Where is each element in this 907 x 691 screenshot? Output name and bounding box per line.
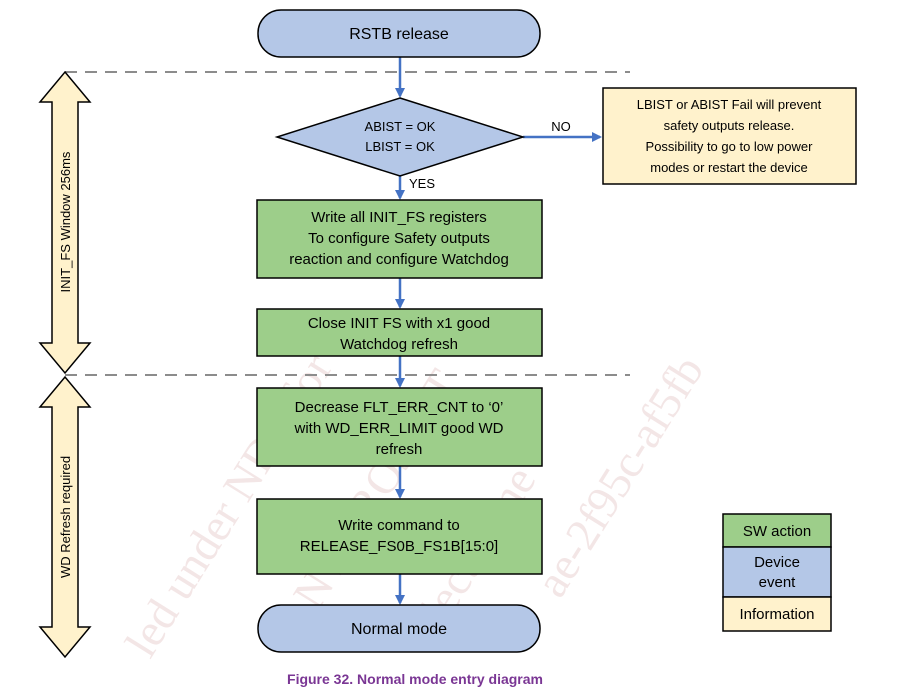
step-decrease-flt-err-cnt [256, 387, 543, 467]
end-node-label: Normal mode [351, 621, 447, 638]
info-line-3: Possibility to go to low power [646, 139, 814, 154]
legend-sw-action-label: SW action [743, 523, 811, 540]
step3-line-3: refresh [376, 441, 423, 458]
legend-device-event-line-1: Device [754, 554, 800, 571]
step4-line-2: RELEASE_FS0B_FS1B[15:0] [300, 538, 498, 555]
step1-line-2: To configure Safety outputs [308, 230, 490, 247]
legend: SW action Device event Information [722, 513, 832, 632]
info-line-1: LBIST or ABIST Fail will prevent [637, 97, 822, 112]
decision-line-1: ABIST = OK [365, 119, 436, 134]
legend-information [722, 596, 832, 632]
figure-caption: Figure 32. Normal mode entry diagram [287, 671, 543, 687]
start-node-label: RSTB release [349, 26, 449, 43]
wd-refresh-window-label: WD Refresh required [58, 456, 73, 578]
step1-line-3: reaction and configure Watchdog [289, 251, 509, 268]
step-write-release-command [256, 498, 543, 575]
svg-text:ae-2f95c-af5fb: ae-2f95c-af5fb [525, 347, 713, 606]
legend-information-label: Information [739, 606, 814, 623]
init-fs-window-arrow [38, 70, 92, 375]
step2-line-1: Close INIT FS with x1 good [308, 315, 490, 332]
step-write-init-fs [256, 199, 543, 279]
wd-refresh-window-arrow [38, 375, 92, 659]
decision-line-2: LBIST = OK [365, 139, 435, 154]
legend-device-event-line-2: event [759, 574, 797, 591]
step-close-init-fs [256, 308, 543, 357]
init-fs-window-label: INIT_FS Window 256ms [58, 151, 73, 292]
step2-line-2: Watchdog refresh [340, 336, 458, 353]
branch-yes-label: YES [409, 176, 435, 191]
info-line-4: modes or restart the device [650, 160, 808, 175]
info-node [602, 87, 857, 185]
step1-line-1: Write all INIT_FS registers [311, 209, 487, 226]
start-node [257, 9, 541, 58]
decision-node [274, 97, 526, 177]
legend-sw-action [722, 513, 832, 548]
step3-line-1: Decrease FLT_ERR_CNT to ‘0’ [295, 399, 504, 416]
end-node [257, 604, 541, 653]
info-line-2: safety outputs release. [664, 118, 795, 133]
step4-line-1: Write command to [338, 517, 459, 534]
connectors [395, 57, 602, 605]
branch-no-label: NO [551, 119, 571, 134]
step3-line-2: with WD_ERR_LIMIT good WD [294, 420, 504, 437]
